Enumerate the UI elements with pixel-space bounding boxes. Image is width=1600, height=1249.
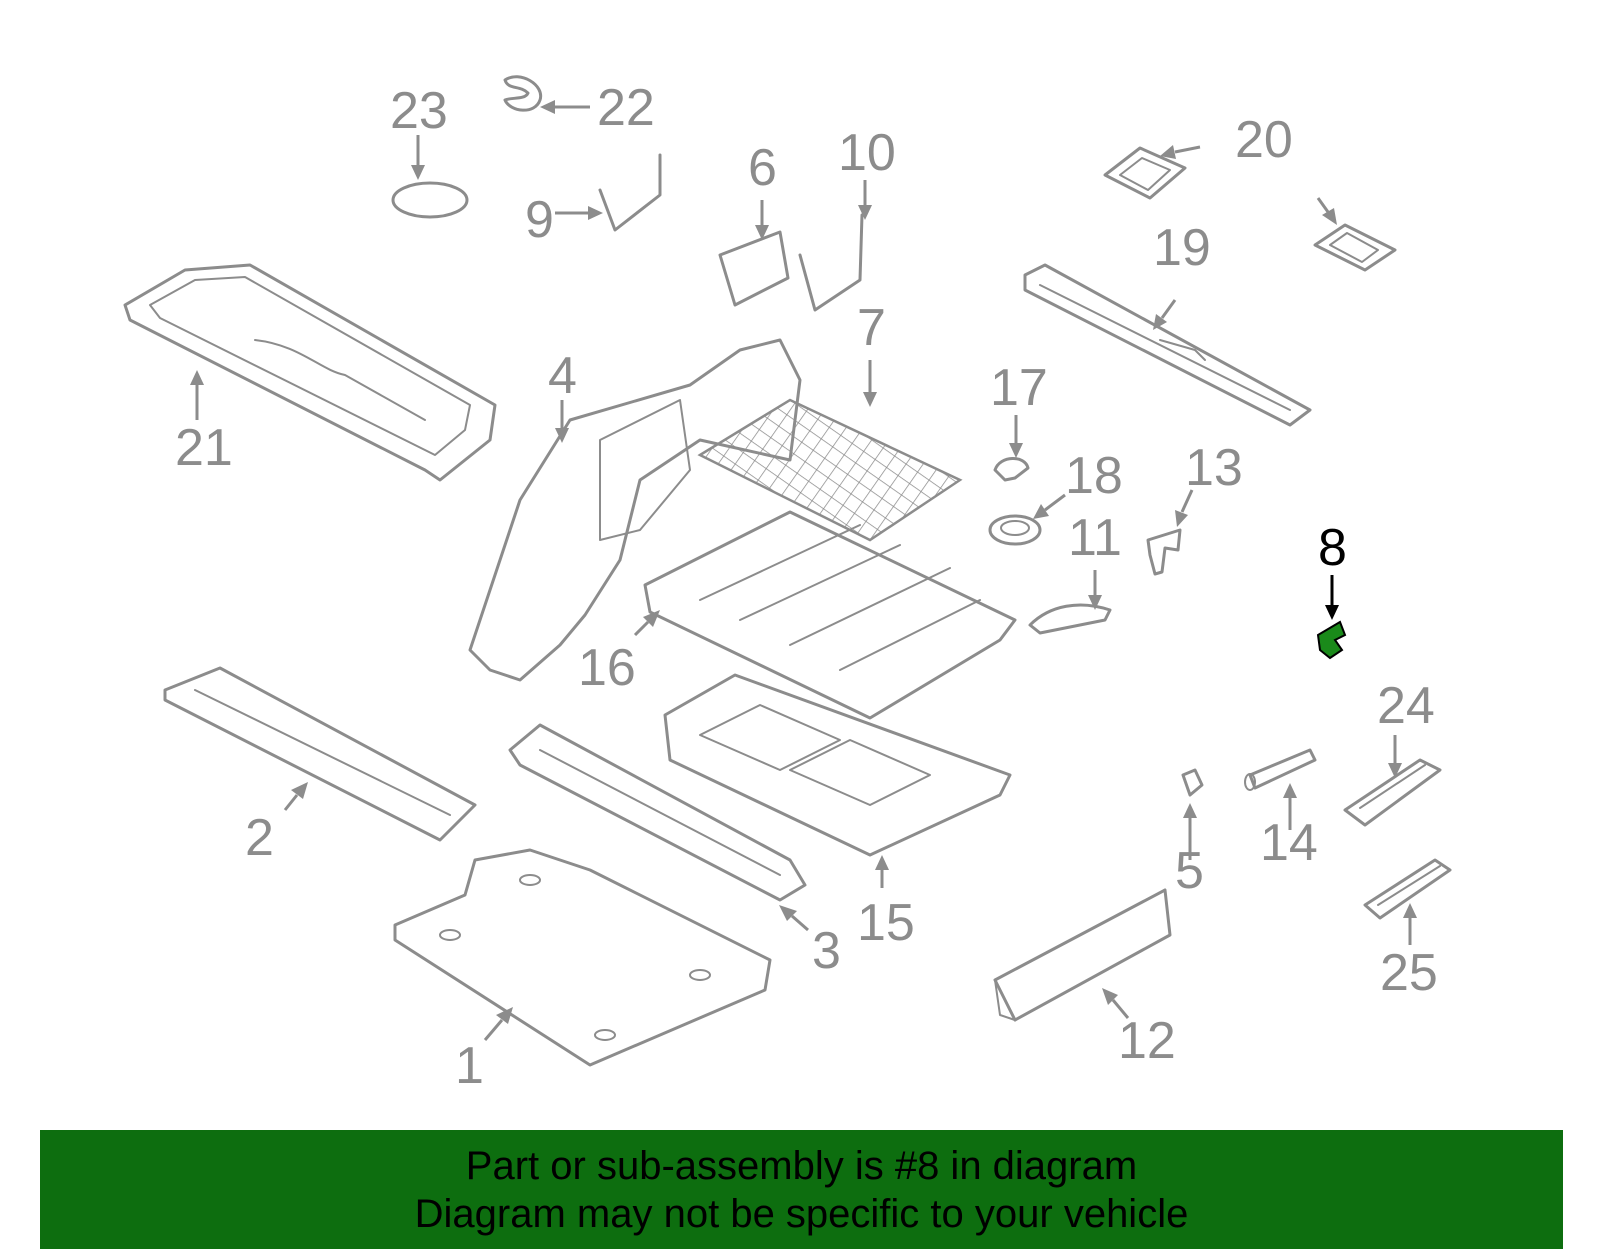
callout-label-21: 21: [175, 419, 233, 477]
callout-label-4: 4: [548, 347, 577, 405]
part-11-panel[interactable]: [1028, 603, 1112, 635]
part-10-rod[interactable]: [798, 213, 864, 312]
callout-label-10: 10: [838, 124, 896, 182]
part-7-cargo-net[interactable]: [697, 398, 963, 542]
callout-4[interactable]: 4: [548, 347, 577, 443]
callout-18[interactable]: 18: [1033, 447, 1123, 519]
callout-label-24: 24: [1377, 677, 1435, 735]
callout-6[interactable]: 6: [748, 139, 777, 240]
callout-10[interactable]: 10: [838, 124, 896, 220]
callout-label-2: 2: [245, 809, 274, 867]
callout-13[interactable]: 13: [1175, 439, 1243, 527]
callout-label-15: 15: [857, 894, 915, 952]
part-8-clip[interactable]: [1316, 620, 1347, 660]
callout-16[interactable]: 16: [578, 610, 660, 697]
part-18-grommet[interactable]: [988, 514, 1042, 546]
callout-15[interactable]: 15: [857, 855, 915, 952]
part-22-clip[interactable]: [503, 75, 543, 112]
callout-3[interactable]: 3: [779, 905, 841, 980]
callout-24[interactable]: 24: [1377, 677, 1435, 778]
part-15-storage-tray[interactable]: [663, 673, 1012, 857]
callout-19[interactable]: 19: [1153, 219, 1211, 330]
callout-label-8: 8: [1318, 519, 1347, 577]
callout-label-5: 5: [1175, 842, 1204, 900]
callout-2[interactable]: 2: [245, 782, 308, 867]
callout-label-25: 25: [1380, 944, 1438, 1002]
callout-label-1: 1: [455, 1037, 484, 1095]
callout-label-9: 9: [525, 191, 554, 249]
callout-label-6: 6: [748, 139, 777, 197]
callout-label-12: 12: [1118, 1012, 1176, 1070]
part-16-floor-panel[interactable]: [643, 510, 1017, 720]
callout-1[interactable]: 1: [455, 1007, 513, 1095]
callout-17[interactable]: 17: [990, 359, 1048, 458]
callout-label-17: 17: [990, 359, 1048, 417]
part-6-pad[interactable]: [718, 230, 790, 307]
callout-label-11: 11: [1068, 509, 1122, 567]
part-21-parcel-shelf[interactable]: [123, 263, 497, 482]
part-20-cover[interactable]: [1103, 146, 1397, 272]
callout-label-20: 20: [1235, 111, 1293, 169]
callout-8[interactable]: 8: [1318, 519, 1347, 620]
callout-label-22: 22: [597, 79, 655, 137]
part-1-floor-carpet[interactable]: [393, 848, 772, 1067]
part-9-hook[interactable]: [598, 153, 662, 232]
callout-12[interactable]: 12: [1102, 988, 1176, 1070]
callout-20[interactable]: 20: [1160, 111, 1337, 225]
banner-line-1: Part or sub-assembly is #8 in diagram: [465, 1144, 1138, 1188]
part-23-cap[interactable]: [391, 181, 469, 219]
part-13-hook[interactable]: [1146, 528, 1182, 576]
part-25-vent[interactable]: [1363, 858, 1452, 920]
part-2-sill-panel[interactable]: [163, 666, 477, 842]
callout-22[interactable]: 22: [540, 79, 655, 137]
callout-label-7: 7: [857, 299, 886, 357]
part-12-storage-box[interactable]: [993, 888, 1172, 1022]
callout-23[interactable]: 23: [390, 82, 448, 180]
part-4-quarter-panel[interactable]: [468, 338, 802, 682]
callout-11[interactable]: 11: [1068, 509, 1122, 610]
callout-25[interactable]: 25: [1380, 903, 1438, 1002]
part-3-crossmember[interactable]: [508, 723, 807, 902]
callout-label-23: 23: [390, 82, 448, 140]
part-19-sill-trim[interactable]: [1023, 263, 1312, 427]
callout-label-14: 14: [1260, 814, 1318, 872]
callout-9[interactable]: 9: [525, 191, 603, 249]
callout-label-18: 18: [1065, 447, 1123, 505]
callout-7[interactable]: 7: [857, 299, 886, 407]
callout-label-3: 3: [812, 922, 841, 980]
callout-21[interactable]: 21: [175, 370, 233, 477]
callout-14[interactable]: 14: [1260, 783, 1318, 872]
part-14-strut[interactable]: [1244, 748, 1317, 791]
callout-label-13: 13: [1185, 439, 1243, 497]
part-17-fastener[interactable]: [993, 457, 1030, 482]
callout-label-19: 19: [1153, 219, 1211, 277]
part-5-clip[interactable]: [1181, 768, 1204, 797]
callout-label-16: 16: [578, 639, 636, 697]
caption-banner: Part or sub-assembly is #8 in diagram Di…: [40, 1130, 1563, 1249]
banner-line-2: Diagram may not be specific to your vehi…: [414, 1192, 1189, 1236]
callout-5[interactable]: 5: [1175, 803, 1204, 900]
